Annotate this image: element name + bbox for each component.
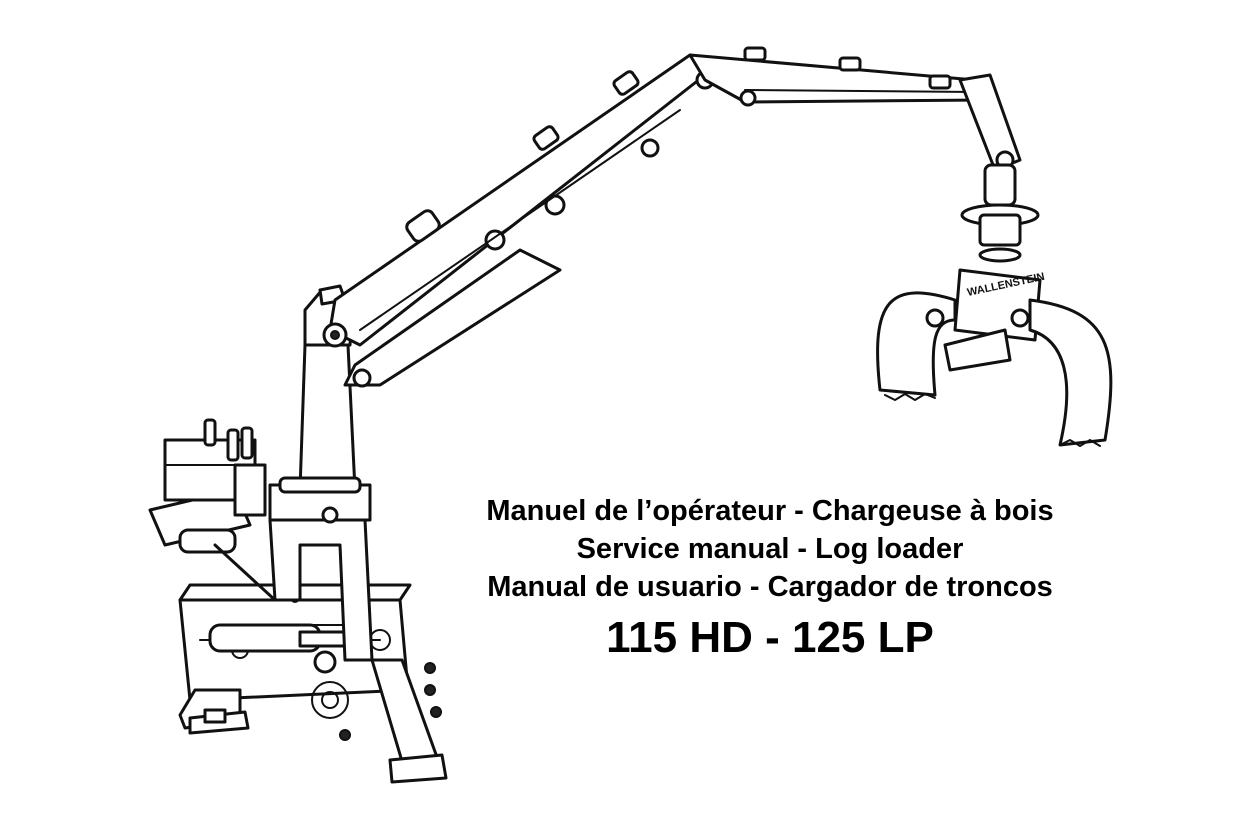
inner-boom: [322, 53, 715, 388]
title-block: Manuel de l’opérateur - Chargeuse à bois…: [440, 492, 1100, 664]
title-english: Service manual - Log loader: [576, 533, 964, 565]
title-french: Manuel de l’opérateur - Chargeuse à bois: [486, 495, 1054, 527]
model-number: 115 HD - 125 LP: [606, 613, 934, 662]
control-panel: [148, 418, 277, 602]
grapple-rotator: [960, 163, 1040, 263]
loader-mast: [268, 284, 374, 662]
grapple: [876, 268, 1113, 447]
loader-base: [178, 583, 448, 784]
outer-boom: [688, 46, 1022, 172]
title-spanish: Manual de usuario - Cargador de troncos: [487, 571, 1053, 603]
